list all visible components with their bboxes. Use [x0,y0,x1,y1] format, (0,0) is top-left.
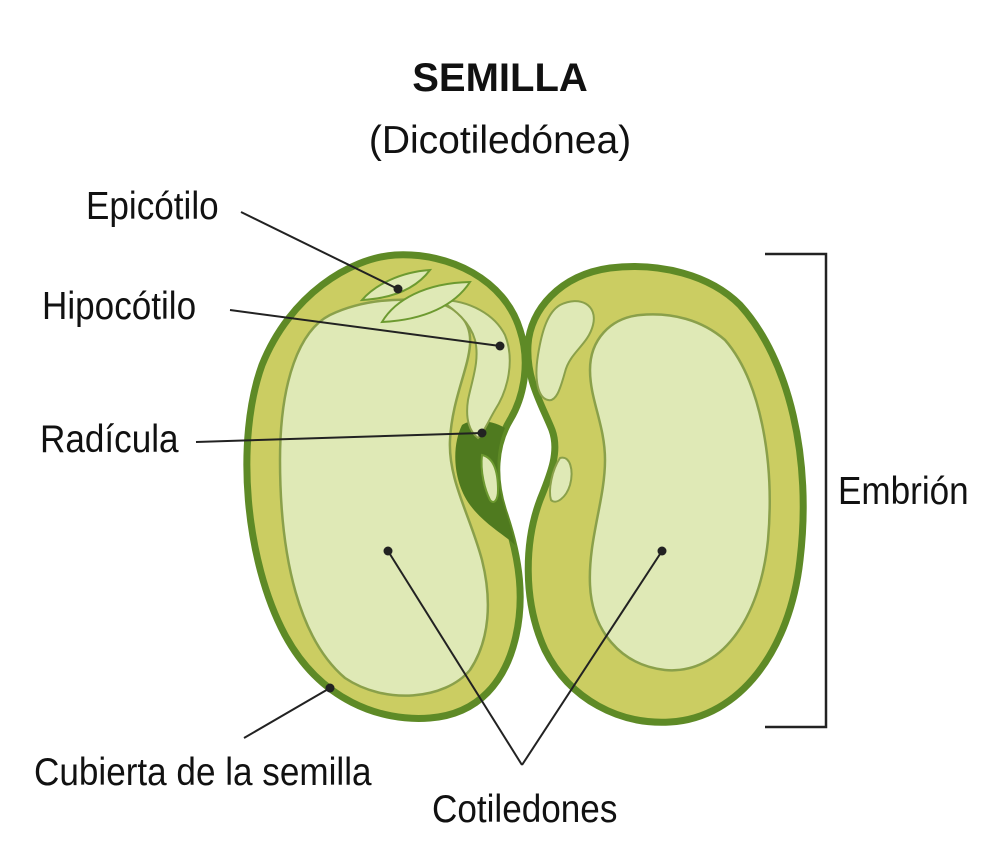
leader-cubierta [243,687,331,739]
diagram-title: SEMILLA [412,56,588,100]
radicle-sheath-left [480,453,500,503]
label-hipocotilo: Hipocótilo [42,285,197,328]
dot-cubierta [325,683,335,693]
leader-epicotilo [240,211,399,290]
embryo-imprint-upper [535,300,595,402]
dot-radicula [477,428,487,438]
leader-cotiledon-left [387,550,523,766]
left-seed-half [243,251,529,722]
dot-epicotilo [393,284,403,294]
label-cubierta: Cubierta de la semilla [34,751,372,794]
leader-dots [325,284,667,693]
cotyledon-inner-right [588,313,771,672]
leader-lines [195,211,663,766]
leader-hipocotilo [229,309,501,347]
label-epicotilo: Epicótilo [86,185,219,228]
leader-radicula [195,432,483,443]
dot-cotiledon-right [657,546,667,556]
embryo-bracket [765,252,828,729]
dot-hipocotilo [495,341,505,351]
epicotyl-leaf-front [380,280,472,324]
leader-cotiledon-right [521,550,663,766]
label-radicula: Radícula [40,418,179,461]
dot-cotiledon-left [383,546,393,556]
embryo-imprint-lower [549,456,573,503]
right-seed-half [524,263,807,726]
label-cotiledones: Cotiledones [432,788,618,831]
label-embrion: Embrión [838,470,969,513]
diagram-subtitle: (Dicotiledónea) [368,119,632,162]
